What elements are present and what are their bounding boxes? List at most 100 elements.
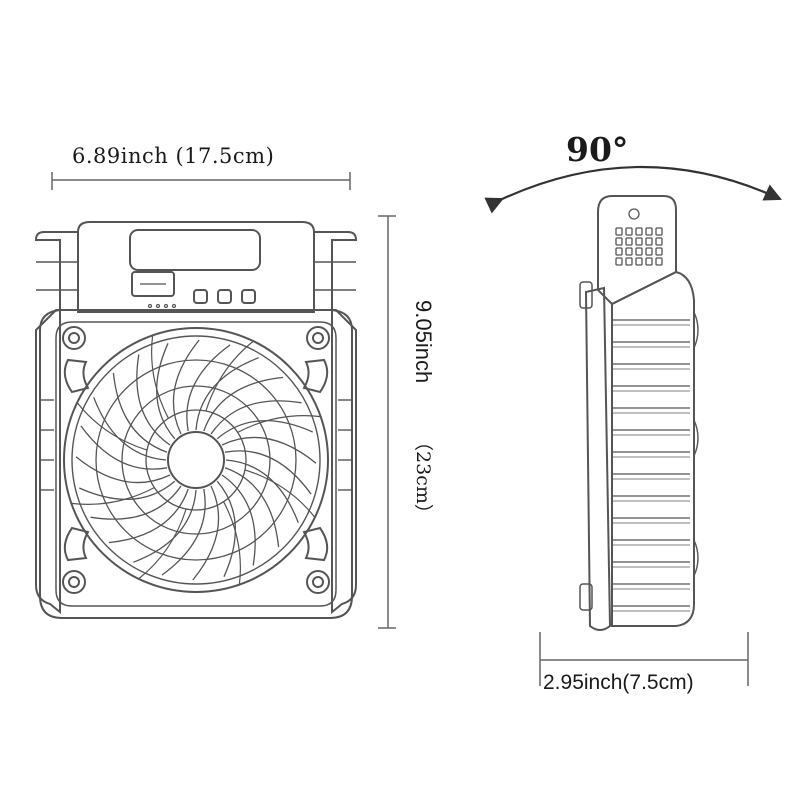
fan-blade — [224, 467, 280, 548]
fan-guard-ring-2 — [95, 359, 297, 561]
fan-blade — [108, 488, 189, 544]
grille-hole — [655, 257, 663, 266]
corner-screw-top-right — [306, 326, 330, 350]
power-button — [193, 289, 208, 304]
side-head — [597, 195, 677, 306]
grille-hole — [635, 257, 643, 266]
corner-screw-bottom-left — [62, 570, 86, 594]
grille-hole — [655, 247, 663, 256]
battery-display — [131, 271, 175, 297]
guard-spoke — [205, 340, 254, 412]
side-body — [611, 270, 695, 627]
guard-spoke — [151, 335, 169, 419]
fan-blade — [133, 489, 197, 563]
front-view — [34, 172, 358, 619]
fan-blade — [195, 357, 259, 431]
grille-hole — [635, 237, 643, 246]
side-stand-leg — [584, 286, 612, 631]
height-dimension-label: 9.05inch — [411, 300, 436, 384]
grille-hole — [615, 257, 623, 266]
inner-body-frame — [55, 321, 337, 607]
fan-guard-outer — [63, 327, 329, 593]
corner-pad-top-left — [63, 358, 90, 394]
grille-hole — [625, 257, 633, 266]
speaker-grille — [615, 227, 663, 266]
side-view — [484, 165, 783, 631]
fan-guard-ring-3 — [121, 385, 271, 535]
fan-hub — [167, 431, 225, 489]
guard-spoke — [237, 415, 321, 433]
grille-hole — [625, 237, 633, 246]
stand-clip — [579, 281, 593, 309]
height-cm-label: （23cm） — [412, 432, 434, 523]
fan-blade — [224, 450, 312, 495]
fan-blade — [93, 397, 167, 461]
grille-hole — [615, 227, 623, 236]
fan-blade — [80, 425, 168, 470]
fan-blade — [221, 474, 256, 566]
guard-spoke — [138, 508, 187, 580]
fan-blade — [90, 485, 182, 520]
fan-guard-spokes — [71, 335, 321, 585]
indicator-dots — [147, 303, 177, 309]
fan-blade — [156, 343, 176, 440]
fan-blade — [79, 480, 176, 500]
grille-hole — [645, 237, 653, 246]
fan-blade — [216, 480, 236, 577]
corner-pad-bottom-left — [63, 526, 90, 562]
guard-spoke — [76, 402, 148, 451]
corner-screw-top-left — [62, 326, 86, 350]
fan-blade — [136, 354, 171, 446]
rotation-angle-label: 90° — [566, 130, 629, 169]
grille-hole — [615, 237, 623, 246]
head-slot — [628, 208, 640, 220]
depth-dimension-line — [539, 632, 749, 686]
grille-hole — [635, 227, 643, 236]
corner-screw-bottom-right — [306, 570, 330, 594]
fan-blade — [75, 456, 171, 484]
grille-hole — [645, 257, 653, 266]
corner-pad-top-right — [302, 358, 329, 394]
guard-spoke — [223, 501, 241, 585]
fan-blade — [225, 459, 299, 523]
width-dimension-label: 6.89inch (17.5cm) — [72, 144, 275, 168]
fan-blade — [210, 400, 302, 435]
fan-blade — [161, 488, 206, 576]
depth-dimension-label: 2.95inch(7.5cm) — [543, 671, 694, 694]
fan-blade — [203, 376, 284, 432]
top-panel — [77, 221, 315, 313]
stand-foot-clip — [579, 583, 593, 611]
guard-spoke — [244, 469, 316, 518]
light-button — [241, 289, 256, 304]
main-body-frame — [39, 309, 353, 619]
fan-blade — [192, 485, 220, 581]
fan-blades — [75, 339, 317, 581]
fan-guard-ring-1 — [71, 335, 321, 585]
side-rear-bumps — [693, 311, 699, 577]
fan-guard-ring-4 — [145, 409, 247, 511]
right-side-rail — [313, 231, 358, 615]
speed-button — [217, 289, 232, 304]
grille-hole — [645, 227, 653, 236]
height-dimension-line — [378, 215, 396, 629]
fan-blade — [221, 436, 317, 464]
corner-pad-bottom-right — [302, 526, 329, 562]
side-body-ribs — [612, 319, 690, 612]
side-rail-ridges — [36, 261, 356, 491]
rotation-arc-arrow — [484, 165, 783, 214]
grille-hole — [655, 227, 663, 236]
left-side-rail — [34, 231, 79, 615]
grille-hole — [655, 237, 663, 246]
width-dimension-line — [51, 172, 351, 190]
grille-hole — [645, 247, 653, 256]
guard-spoke — [71, 487, 155, 505]
grille-hole — [635, 247, 643, 256]
grille-hole — [625, 227, 633, 236]
fan-blade — [172, 339, 200, 435]
fan-blade — [216, 420, 313, 440]
grille-hole — [615, 247, 623, 256]
carry-handle-slot — [129, 229, 261, 271]
grille-hole — [625, 247, 633, 256]
